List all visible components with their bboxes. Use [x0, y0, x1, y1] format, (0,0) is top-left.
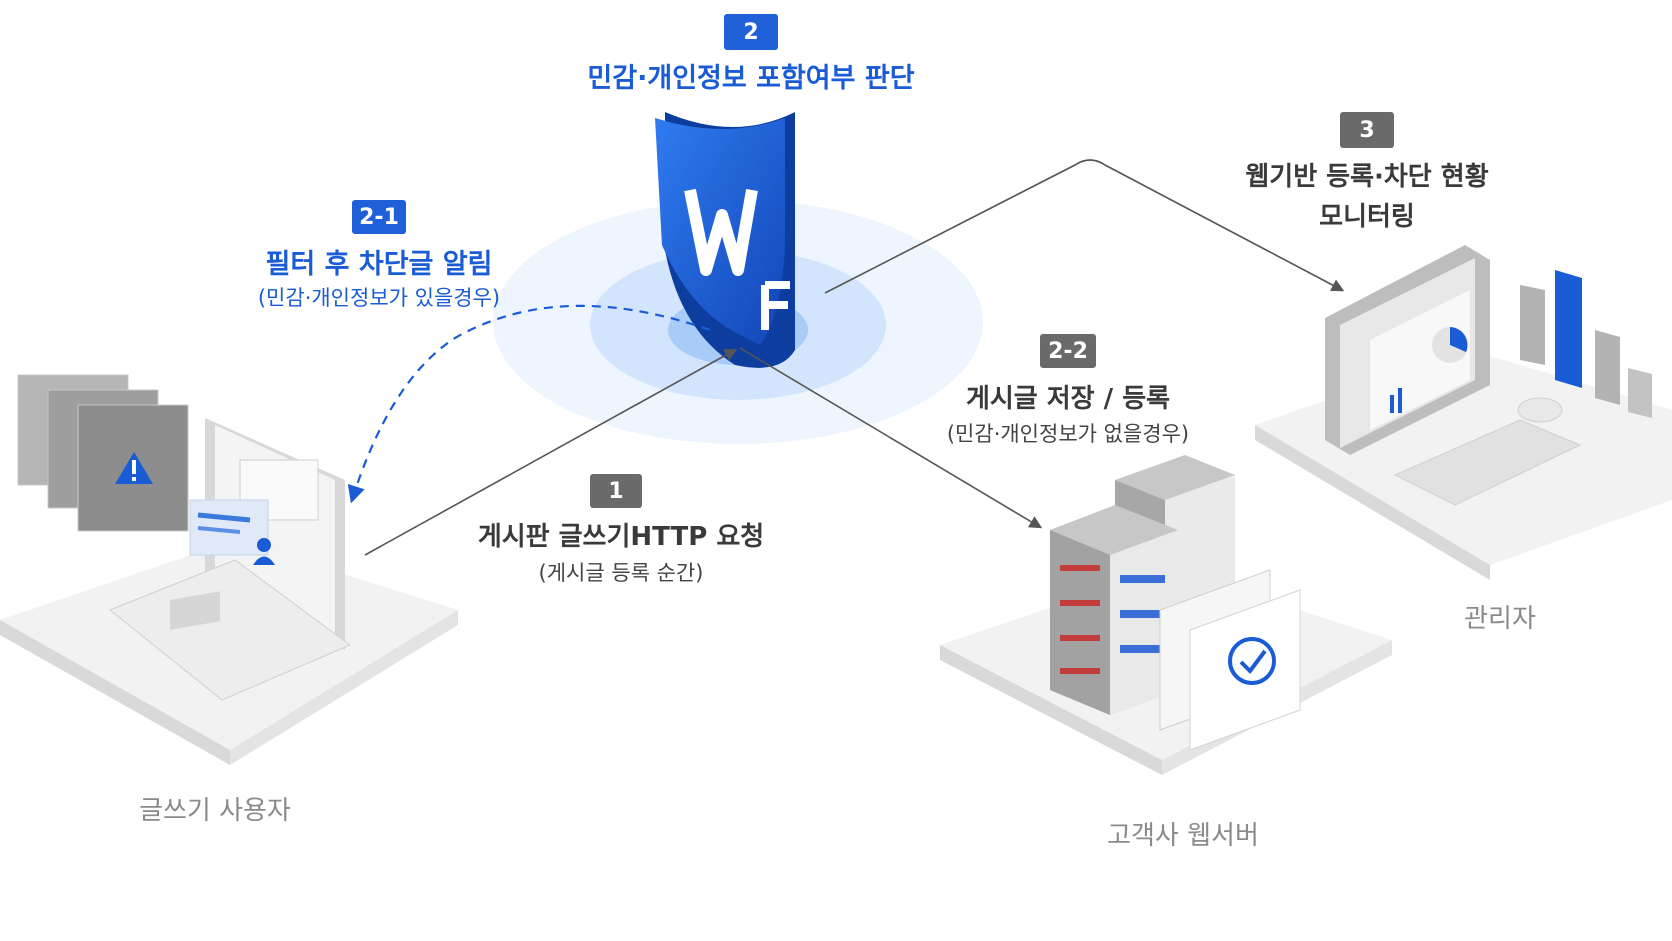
step-3-title-line1: 웹기반 등록·차단 현황 — [1245, 162, 1489, 192]
step-1-subtitle: (게시글 등록 순간) — [538, 561, 704, 585]
node-label-admin: 관리자 — [1464, 604, 1536, 634]
flow-arrows — [347, 159, 1345, 556]
node-label-server: 고객사 웹서버 — [1107, 821, 1259, 851]
step-2-title: 민감·개인정보 포함여부 판단 — [587, 63, 915, 94]
step-1-title: 게시판 글쓰기HTTP 요청 — [477, 522, 765, 552]
step-1-badge: 1 — [590, 474, 642, 508]
user-icon — [253, 538, 275, 565]
step-2-1-title: 필터 후 차단글 알림 — [265, 249, 493, 280]
step-2-2-badge: 2-2 — [1040, 334, 1096, 368]
waf-shield-icon — [655, 112, 795, 368]
server-platform — [940, 455, 1392, 775]
step-2-2-subtitle: (민감·개인정보가 없을경우) — [946, 422, 1190, 446]
step-2-1-badge: 2-1 — [352, 200, 406, 234]
step-2-2-title: 게시글 저장 / 등록 — [965, 384, 1171, 414]
writer-platform — [0, 374, 458, 765]
step-3-title-line2: 모니터링 — [1319, 202, 1415, 232]
admin-platform — [1255, 245, 1672, 580]
check-circle-icon — [1228, 637, 1276, 685]
warning-icon — [115, 452, 153, 484]
step-2-1-subtitle: (민감·개인정보가 있을경우) — [257, 286, 501, 310]
node-label-writer: 글쓰기 사용자 — [139, 796, 291, 826]
step-2-badge: 2 — [724, 14, 778, 50]
step-3-badge: 3 — [1340, 112, 1394, 148]
